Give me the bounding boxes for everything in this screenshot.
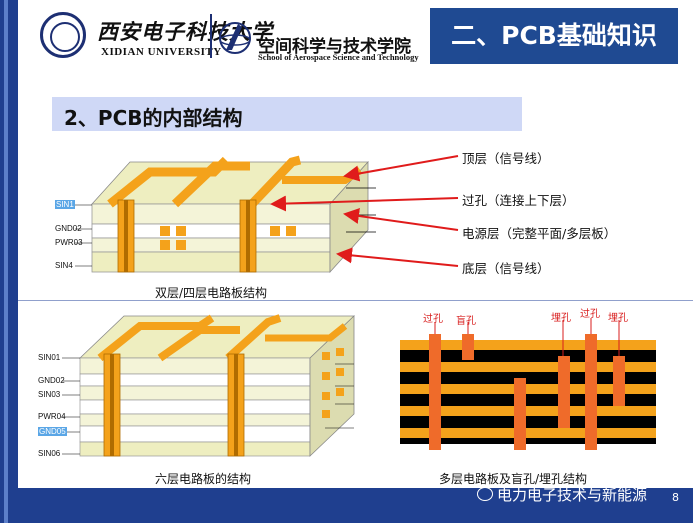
section-title-box: 二、PCB基础知识: [430, 8, 678, 64]
layer-label-gnd02: GND02: [55, 224, 82, 233]
footer-bar: [18, 488, 693, 523]
university-name-cn: 西安电子科技大学: [97, 19, 273, 44]
left-accent-bar: [0, 0, 18, 523]
subtitle-text: 2、PCB的内部结构: [64, 106, 243, 130]
university-name-en: XIDIAN UNIVERSITY: [101, 46, 222, 58]
annotation-power-layer: 电源层（完整平面/多层板）: [462, 226, 617, 241]
annotation-bottom-layer: 底层（信号线）: [462, 261, 550, 276]
six-layer-label-gnd05: GND05: [38, 427, 67, 436]
school-name-cn: 空间科学与技术学院: [258, 37, 411, 57]
hole-label-through-1: 过孔: [423, 314, 443, 325]
subtitle-bar: 2、PCB的内部结构: [52, 97, 522, 131]
hole-label-buried-1: 埋孔: [551, 313, 571, 324]
section-divider: [18, 300, 693, 301]
six-layer-label-gnd02: GND02: [38, 376, 65, 385]
section-title: 二、PCB基础知识: [451, 21, 657, 50]
hole-label-buried-2: 埋孔: [608, 313, 628, 324]
annotation-top-layer: 顶层（信号线）: [462, 151, 550, 166]
wechat-icon: [477, 487, 493, 501]
page-number: 8: [672, 491, 679, 504]
six-layer-label-sin06: SIN06: [38, 449, 61, 458]
university-logo-icon: [40, 12, 86, 58]
caption-six-layer: 六层电路板的结构: [155, 472, 252, 486]
hole-label-through-2: 过孔: [580, 309, 600, 320]
school-logo-icon: [219, 22, 251, 54]
caption-multilayer: 多层电路板及盲孔/埋孔结构: [439, 472, 588, 486]
annotation-via: 过孔（连接上下层）: [462, 193, 575, 208]
watermark-text: 电力电子技术与新能源: [497, 486, 648, 504]
layer-label-sin1: SIN1: [55, 200, 75, 209]
hole-label-blind: 盲孔: [456, 316, 476, 327]
header-divider: [210, 14, 212, 58]
six-layer-label-pwr04: PWR04: [38, 412, 66, 421]
six-layer-label-sin03: SIN03: [38, 390, 61, 399]
layer-label-pwr03: PWR03: [55, 238, 83, 247]
six-layer-label-sin01: SIN01: [38, 353, 61, 362]
school-name-en: School of Aerospace Science and Technolo…: [258, 52, 419, 62]
caption-four-layer: 双层/四层电路板结构: [155, 286, 268, 300]
layer-label-sin4: SIN4: [55, 261, 73, 270]
